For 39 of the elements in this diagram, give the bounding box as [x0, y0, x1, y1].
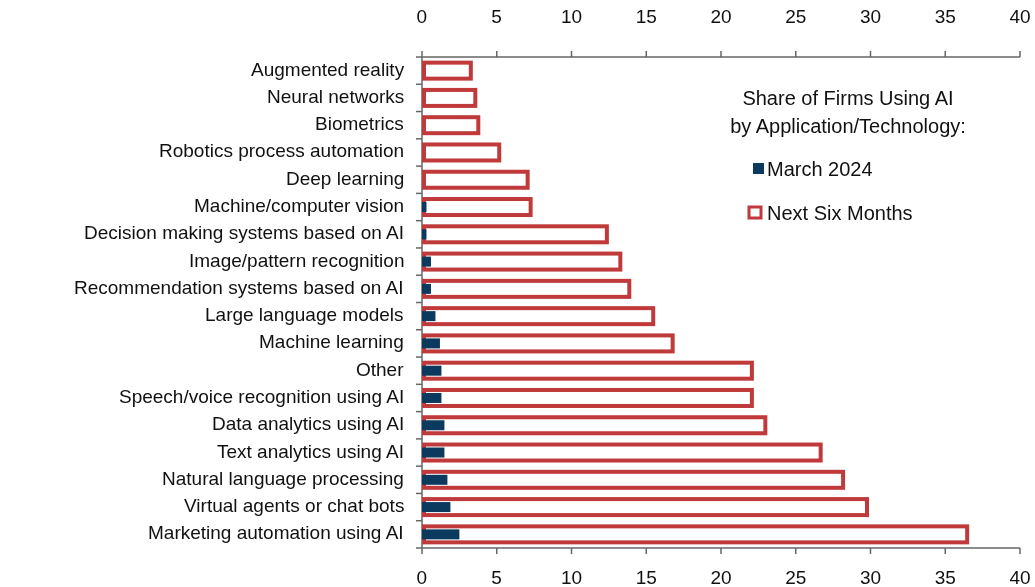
category-label: Speech/voice recognition using AI: [119, 385, 405, 408]
category-label: Machine learning: [259, 331, 404, 354]
category-label: Augmented reality: [251, 58, 405, 81]
tick-label: 40: [1009, 567, 1031, 587]
tick-label: 35: [934, 567, 956, 587]
tick-label: 10: [561, 567, 583, 587]
category-label: Virtual agents or chat bots: [184, 495, 405, 518]
tick-label: 35: [934, 6, 956, 28]
category-label: Machine/computer vision: [194, 195, 405, 217]
tick-label: 5: [491, 6, 502, 28]
category-label: Recommendation systems based on AI: [74, 276, 404, 299]
tick-label: 30: [860, 6, 882, 28]
tick-label: 5: [491, 567, 502, 587]
tick-label: 25: [785, 567, 807, 587]
legend-label: March 2024: [767, 158, 873, 180]
category-label: Large language models: [205, 304, 404, 327]
tick-label: 30: [860, 567, 882, 587]
legend-label: Next Six Months: [767, 202, 913, 224]
category-label: Neural networks: [267, 85, 405, 108]
tick-label: 20: [710, 567, 732, 587]
tick-label: 15: [635, 567, 657, 587]
chart-title: Share of Firms Using AI by Application/Technology:: [729, 86, 967, 139]
category-label: Other: [356, 358, 404, 381]
tick-label: 0: [416, 567, 428, 587]
tick-label: 15: [635, 6, 657, 28]
category-label: Data analytics using AI: [212, 413, 405, 436]
tick-label: 0: [416, 6, 428, 28]
category-label: Natural language processing: [162, 467, 404, 490]
category-label: Text analytics using AI: [217, 440, 404, 463]
tick-label: 40: [1009, 6, 1031, 28]
tick-label: 20: [710, 6, 732, 28]
category-label: Decision making systems based on AI: [84, 222, 404, 245]
category-label: Robotics process automation: [159, 140, 404, 163]
category-label: Marketing automation using AI: [148, 522, 404, 545]
category-label: Image/pattern recognition: [189, 249, 405, 272]
category-label: Deep learning: [286, 167, 405, 190]
category-label: Biometrics: [315, 113, 404, 136]
tick-label: 25: [785, 6, 807, 28]
tick-label: 10: [561, 6, 583, 28]
